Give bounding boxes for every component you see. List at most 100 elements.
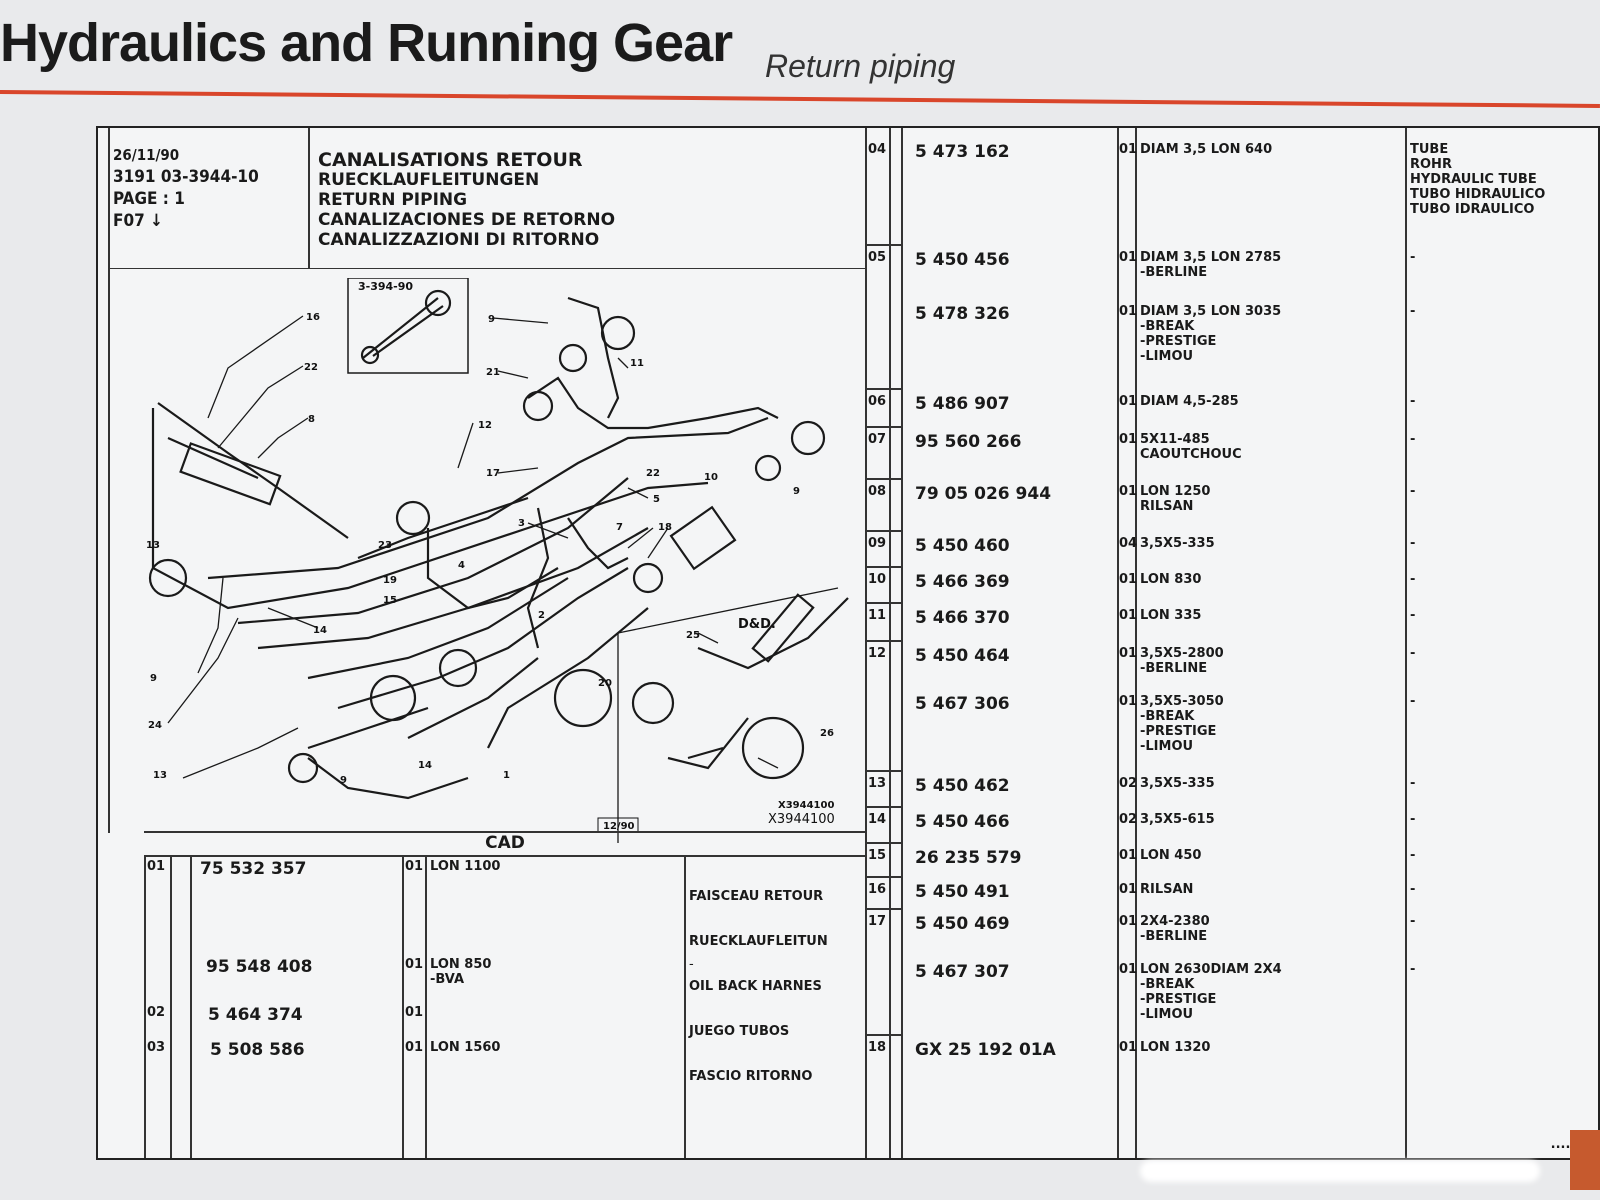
row-desc: LON 450 (1140, 848, 1202, 863)
callout: 9 (793, 486, 800, 497)
row-name: - (1410, 536, 1416, 551)
row-part: 5 450 466 (915, 812, 1010, 832)
name-en: OIL BACK HARNES (689, 979, 822, 994)
callout: 9 (340, 775, 347, 786)
row-desc: LON 2630DIAM 2X4 -BREAK -PRESTIGE -LIMOU (1140, 962, 1282, 1022)
row-names: - (1410, 776, 1415, 791)
row-desc: DIAM 3,5 LON 3035 -BREAK -PRESTIGE -LIMO… (1140, 304, 1282, 364)
callout: 23 (378, 540, 392, 551)
row-desc: RILSAN (1140, 882, 1194, 897)
row-names: - (1410, 432, 1415, 447)
row-qty: 01 (1119, 848, 1138, 863)
row-qty: 01 (1119, 914, 1138, 929)
parts-sheet: 26/11/90 3191 03-3944-10 PAGE : 1 F07 ↓ … (96, 126, 1600, 1160)
callout: 26 (820, 728, 834, 739)
row-names: - (1410, 962, 1415, 977)
row-item: 08 (868, 484, 887, 499)
row-part: 5 464 374 (208, 1005, 303, 1025)
row-qty: 01 (1119, 646, 1138, 661)
cad-label: CAD (485, 833, 525, 853)
callout: 7 (616, 522, 623, 533)
row-names: - (689, 957, 694, 972)
row-qty: 01 (1119, 304, 1138, 319)
title-rule (0, 90, 1600, 108)
callout: 15 (383, 595, 397, 606)
row-item: 17 (868, 914, 887, 929)
row-names: - (1410, 536, 1415, 551)
row-item: 13 (868, 776, 887, 791)
row-item: 06 (868, 394, 887, 409)
name-fr: FAISCEAU RETOUR (689, 889, 824, 904)
row-item: 02 (147, 1005, 166, 1020)
row-qty: 01 (405, 859, 424, 874)
row-desc: 3,5X5-2800 -BERLINE (1140, 646, 1224, 676)
row-part: 5 508 586 (210, 1040, 305, 1060)
row-name: - (1410, 484, 1416, 499)
row-name: TUBO HIDRAULICO (1410, 187, 1546, 202)
row-qty: 01 (405, 1005, 424, 1020)
row-desc: 3,5X5-3050 -BREAK -PRESTIGE -LIMOU (1140, 694, 1224, 754)
row-item: 16 (868, 882, 887, 897)
sheet-date: 26/11/90 (113, 146, 180, 164)
callout: 9 (150, 673, 157, 684)
row-name: - (1410, 304, 1416, 319)
row-part: 5 466 370 (915, 608, 1010, 628)
row-qty: 01 (1119, 694, 1138, 709)
row-item: 04 (868, 142, 887, 157)
callout: 16 (306, 312, 320, 323)
row-names: - (1410, 914, 1415, 929)
callout: 4 (458, 560, 465, 571)
row-item: 01 (147, 859, 166, 874)
row-desc: LON 1560 (430, 1040, 501, 1055)
row-names: - (1410, 304, 1415, 319)
callout: 13 (153, 770, 167, 781)
row-part: 26 235 579 (915, 848, 1022, 868)
title-de: RUECKLAUFLEITUNGEN (318, 170, 540, 190)
row-item: 11 (868, 608, 887, 623)
row-names: - (1410, 812, 1415, 827)
row-qty: 01 (1119, 394, 1138, 409)
row-part: 5 450 462 (915, 776, 1010, 796)
callout: 24 (148, 720, 162, 731)
row-names: FAISCEAU RETOUR RUECKLAUFLEITUN OIL BACK… (689, 859, 828, 1114)
exploded-diagram: 3-394-90 D&D. 12/90 X3944100 X3944100 16… (108, 277, 865, 843)
row-desc: 3,5X5-615 (1140, 812, 1215, 827)
row-names: - (1410, 572, 1415, 587)
callout-numbers: 16 22 8 9 11 21 12 17 22 10 9 5 3 7 18 1… (146, 312, 834, 786)
row-desc: LON 850 -BVA (430, 957, 492, 987)
row-qty: 01 (1119, 572, 1138, 587)
row-names: - (1410, 394, 1415, 409)
callout: 11 (630, 358, 644, 369)
row-item: 05 (868, 250, 887, 265)
callout: 14 (418, 760, 432, 771)
row-desc: DIAM 3,5 LON 640 (1140, 142, 1273, 157)
row-name: - (1410, 432, 1416, 447)
row-item: 15 (868, 848, 887, 863)
callout: 1 (503, 770, 510, 781)
row-name: - (1410, 608, 1416, 623)
drawing-ref-1: X3944100 (778, 800, 834, 811)
callout: 12 (478, 420, 492, 431)
cad-table: CAD 01 75 532 357 01 LON 1100 FAISCEAU R… (144, 831, 866, 1158)
row-qty: 04 (1119, 536, 1138, 551)
row-part: 79 05 026 944 (915, 484, 1052, 504)
callout: 9 (488, 314, 495, 325)
inset-label: 3-394-90 (358, 280, 413, 293)
sheet-ref: 3191 03-3944-10 (113, 167, 259, 187)
row-part: 5 467 307 (915, 962, 1010, 982)
corner-tab (1570, 1130, 1600, 1190)
title-fr: CANALISATIONS RETOUR (318, 149, 583, 171)
callout: 14 (313, 625, 327, 636)
row-name: ROHR (1410, 157, 1452, 172)
title-en: RETURN PIPING (318, 190, 468, 210)
row-name: - (1410, 914, 1416, 929)
row-name: - (1410, 848, 1416, 863)
row-qty: 01 (1119, 142, 1138, 157)
piping-drawing: 3-394-90 D&D. 12/90 X3944100 X3944100 16… (146, 277, 849, 843)
row-qty: 01 (1119, 432, 1138, 447)
row-names: - (1410, 484, 1415, 499)
callout: 5 (653, 494, 660, 505)
row-part: 5 450 460 (915, 536, 1010, 556)
row-desc: LON 335 (1140, 608, 1202, 623)
